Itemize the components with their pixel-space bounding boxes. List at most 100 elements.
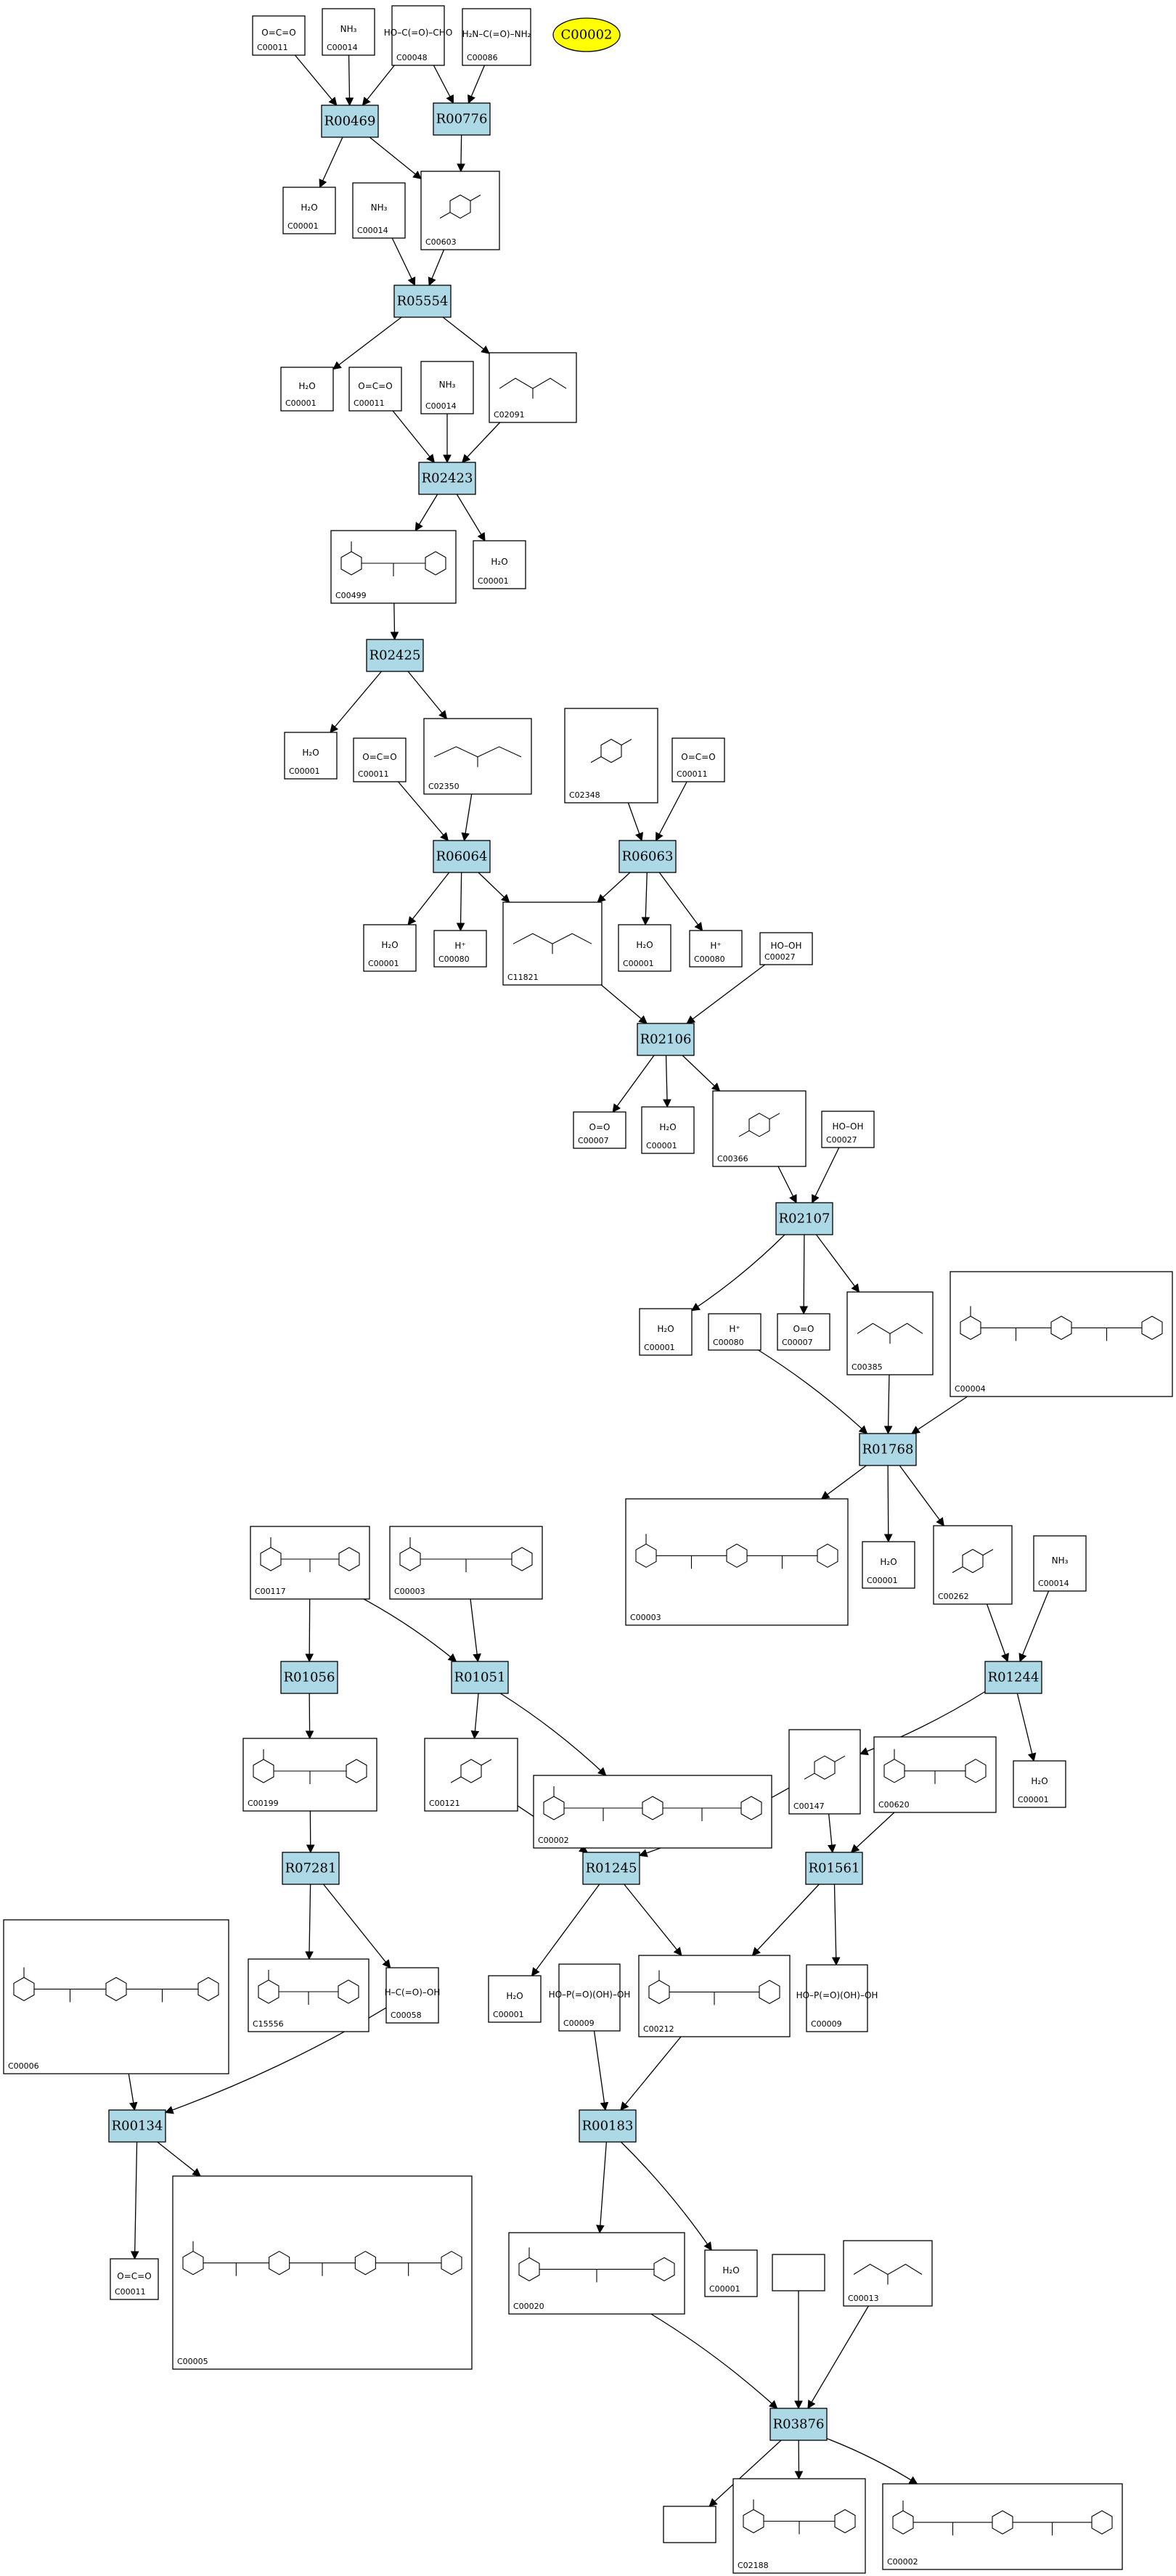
compound-node-c00385[interactable]: C00385 (846, 1291, 934, 1375)
title-badge[interactable]: C00002 (552, 17, 621, 52)
compound-node-c11821[interactable]: C11821 (502, 901, 603, 986)
reaction-node-r02425[interactable]: R02425 (366, 639, 424, 672)
reaction-node-r05554[interactable]: R05554 (393, 285, 452, 318)
compound-node-c00603[interactable]: C00603 (420, 171, 500, 250)
compound-node-c02188[interactable]: C02188 (732, 2478, 866, 2574)
compound-node-c02348[interactable]: C02348 (564, 708, 658, 804)
compound-node-c02350[interactable]: C02350 (423, 718, 532, 795)
reaction-node-r01056[interactable]: R01056 (280, 1661, 338, 1694)
reaction-node-r01768[interactable]: R01768 (859, 1433, 917, 1466)
reaction-node-r02423[interactable]: R02423 (418, 462, 476, 495)
reaction-node-r01051[interactable]: R01051 (451, 1661, 509, 1694)
compound-node-c00366[interactable]: C00366 (712, 1090, 807, 1167)
compound-node-c00262[interactable]: C00262 (933, 1525, 1013, 1605)
compound-node-c00212[interactable]: C00212 (638, 1955, 791, 2037)
edge-R03876-n_blank (709, 2440, 782, 2507)
compound-node-c00121[interactable]: C00121 (424, 1738, 518, 1812)
compound-id-label: C00001 (287, 221, 319, 231)
compound-node-c00499[interactable]: C00499 (330, 530, 457, 604)
compound-id-label: C00011 (115, 2287, 146, 2297)
compound-box (625, 1498, 849, 1626)
compound-node-c00020[interactable]: C00020 (508, 2232, 685, 2315)
edge-R00134-m_C00011 (130, 2141, 139, 2260)
compound-id-label: C00001 (867, 1576, 898, 1585)
reaction-node-r02106[interactable]: R02106 (637, 1023, 695, 1056)
compound-node-c15556[interactable]: C15556 (248, 1958, 369, 2032)
compound-node-c00005[interactable]: C00005 (172, 2175, 473, 2370)
reaction-node-r00776[interactable]: R00776 (433, 102, 491, 136)
reaction-node-r03876[interactable]: R03876 (769, 2408, 828, 2441)
structure-sketch (857, 1322, 923, 1344)
edge-e2_C00011-R06063 (656, 781, 687, 842)
edge-R01768-i_C00003 (820, 1465, 867, 1500)
compound-node-c00002[interactable]: C00002 (882, 2483, 1123, 2570)
reaction-node-r01244[interactable]: R01244 (984, 1661, 1042, 1694)
compound-node-c00147[interactable]: C00147 (788, 1729, 861, 1815)
compound-node-c00013[interactable]: C00013 (843, 2240, 933, 2307)
compound-node-c00199[interactable]: C00199 (242, 1738, 377, 1812)
reaction-node-r01245[interactable]: R01245 (582, 1852, 640, 1885)
reaction-node-r00183[interactable]: R00183 (579, 2109, 637, 2143)
reaction-box (984, 1661, 1042, 1694)
compound-node-c00080[interactable]: H⁺C00080 (708, 1313, 761, 1351)
compound-id-label: C00080 (438, 954, 470, 964)
reaction-node-r00134[interactable]: R00134 (108, 2109, 166, 2143)
compound-box (488, 1975, 542, 2023)
compound-node-unnamed[interactable] (772, 2254, 825, 2291)
compound-node-c00006[interactable]: C00006 (3, 1919, 229, 2074)
compound-node-c00003[interactable]: C00003 (625, 1498, 849, 1626)
compound-id-label: C00080 (694, 954, 725, 964)
edge-a_C00014-R00469 (345, 54, 354, 107)
reaction-node-r06064[interactable]: R06064 (433, 840, 491, 873)
reaction-node-r07281[interactable]: R07281 (282, 1852, 340, 1885)
edge-R06063-f2_C00080 (658, 872, 703, 931)
structure-formula: H₂O (659, 1122, 676, 1132)
reaction-label: R02425 (369, 648, 421, 663)
compound-node-c00080[interactable]: H⁺ C00080 (689, 930, 743, 968)
compound-node-c00117[interactable]: C00117 (250, 1526, 370, 1600)
reaction-node-r00469[interactable]: R00469 (321, 105, 379, 138)
reaction-node-r06063[interactable]: R06063 (618, 840, 677, 873)
compound-node-c00080[interactable]: H⁺C00080 (433, 930, 487, 968)
compound-node-c00003[interactable]: C00003 (389, 1526, 543, 1600)
reaction-node-r02107[interactable]: R02107 (775, 1202, 833, 1235)
compound-node-c02091[interactable]: C02091 (489, 352, 577, 423)
compound-node-c00002[interactable]: C00002 (533, 1775, 772, 1849)
reaction-node-r01561[interactable]: R01561 (805, 1852, 863, 1885)
compound-node-c00620[interactable]: C00620 (873, 1736, 997, 1813)
structure-formula: O=C=O (362, 752, 396, 762)
compound-node-unnamed[interactable] (663, 2506, 716, 2543)
structure-formula: H⁺ (710, 941, 721, 951)
compound-node-c00004[interactable]: C00004 (950, 1271, 1173, 1397)
